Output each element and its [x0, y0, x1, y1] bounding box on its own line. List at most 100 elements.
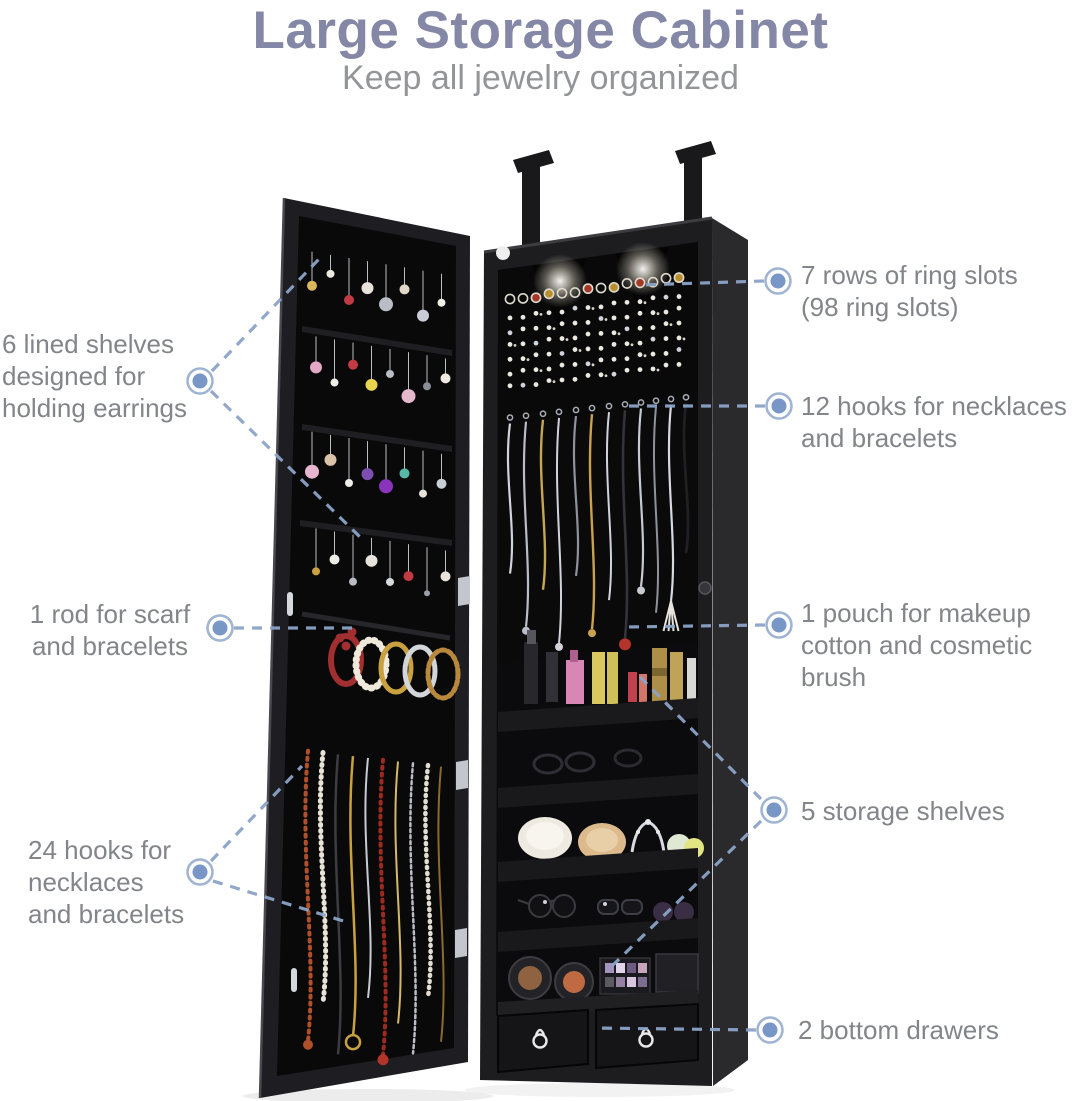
earring — [307, 280, 317, 291]
ring-slot — [611, 341, 617, 347]
ring-slot — [559, 321, 565, 327]
lock-knob — [698, 581, 712, 595]
ring-slot — [543, 288, 555, 300]
ring-slot — [663, 321, 669, 327]
earring — [379, 297, 393, 312]
ring-slot — [520, 341, 526, 347]
earring — [386, 369, 394, 378]
ring-slot — [604, 374, 608, 378]
ring-slot — [585, 361, 591, 367]
ring-slot — [650, 295, 656, 301]
ring-slot — [533, 310, 539, 316]
ring-slot — [656, 312, 660, 316]
necklace-strand — [682, 403, 690, 554]
bracelet-rod-items — [328, 627, 461, 701]
ring-slot — [507, 371, 513, 377]
led-power-button — [496, 246, 510, 260]
ring-slot — [611, 356, 617, 362]
necklace-hook — [682, 393, 690, 401]
callout-label-bottom-drawers: 2 bottom drawers — [798, 1015, 999, 1045]
necklace-hook — [506, 414, 514, 421]
ring-slot — [624, 314, 630, 320]
necklace-hook — [652, 397, 660, 405]
ring-slot — [598, 316, 604, 321]
earring — [330, 378, 339, 387]
earring — [440, 571, 451, 582]
bracelet — [402, 644, 438, 698]
necklace-hook — [539, 410, 547, 418]
callout-line — [212, 879, 351, 925]
ring-slot — [621, 278, 633, 289]
ring-slot — [676, 294, 682, 299]
drawer-pull-icon — [532, 1028, 548, 1049]
ring-slot — [637, 325, 643, 331]
ring-slot — [546, 336, 552, 342]
ring-slot — [520, 326, 526, 332]
ring-slot — [604, 318, 608, 321]
callout-label-scarf-rod: 1 rod for scarf and bracelets — [29, 599, 191, 662]
necklace-strand — [522, 421, 530, 627]
ring-slot — [585, 346, 591, 352]
ring-slot — [624, 341, 630, 347]
earring — [386, 577, 394, 586]
earring-rows — [305, 251, 451, 597]
ring-slot — [585, 331, 591, 337]
necklace-strand — [667, 404, 675, 602]
ring-slot — [569, 287, 581, 298]
earring — [349, 577, 357, 586]
storage-shelf-dark — [498, 748, 698, 808]
ring-slot — [663, 294, 669, 300]
pendant — [619, 638, 631, 651]
ring-slot — [598, 357, 604, 363]
ring-slot — [559, 362, 565, 368]
ring-slot — [559, 309, 565, 315]
ring-slot — [624, 299, 630, 305]
ring-slot — [647, 276, 659, 288]
pendant — [555, 642, 563, 651]
necklace-strand — [317, 750, 329, 1006]
callout-label-makeup-pouch: 1 pouch for makeup cotton and cosmetic b… — [801, 598, 1033, 693]
ring-slot — [650, 351, 656, 357]
necklace-strand — [423, 762, 433, 1000]
ring-slot — [552, 327, 556, 331]
ring-slot — [539, 312, 543, 316]
ring-slot — [507, 330, 513, 336]
ring-slot — [585, 373, 591, 378]
callout-line — [210, 256, 322, 373]
ring-slot — [598, 345, 604, 351]
callout-label-ring-slots: 7 rows of ring slots (98 ring slots) — [801, 260, 1018, 323]
ring-slot — [546, 351, 552, 357]
earring — [403, 571, 414, 582]
ring-slot — [663, 351, 669, 356]
necklace-hook — [621, 400, 629, 408]
bracelet — [425, 647, 461, 701]
necklace-strand — [437, 766, 445, 1042]
necklace-strand — [652, 406, 660, 613]
necklace-strand — [394, 761, 402, 1024]
led-light — [616, 242, 670, 296]
necklace-strand — [572, 415, 580, 577]
ring-slot — [572, 320, 578, 326]
necklace-strand — [621, 410, 629, 639]
callout-line — [639, 279, 765, 287]
earring — [419, 489, 427, 498]
drawer-right — [595, 1002, 699, 1070]
ring-slot — [637, 310, 643, 316]
ring-slot — [634, 277, 646, 289]
ring-slot — [611, 330, 617, 336]
ring-slot — [572, 362, 578, 367]
door-hook-icon — [522, 164, 540, 252]
necklace-strand — [539, 419, 547, 590]
necklace-hook — [588, 404, 596, 412]
storage-shelf-palettes — [498, 953, 699, 1018]
necklace-strand — [605, 412, 613, 601]
earring — [329, 554, 340, 565]
ring-slot — [650, 366, 656, 372]
eyeshadow — [616, 963, 625, 973]
ring-slot — [582, 283, 594, 295]
necklace-strand — [556, 417, 562, 644]
ring-slot — [624, 356, 630, 362]
necklace-hook — [555, 408, 563, 416]
ring-slot — [507, 356, 513, 362]
